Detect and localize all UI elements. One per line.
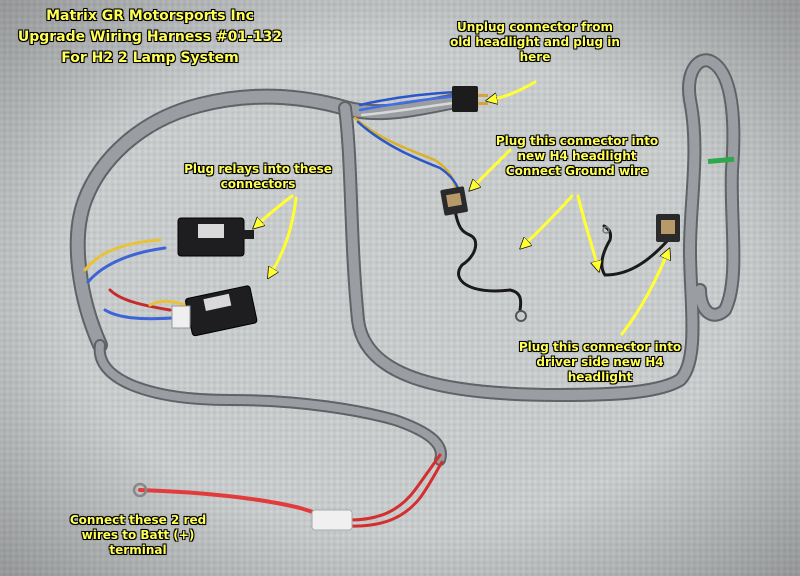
title-line-2: Upgrade Wiring Harness #01-132 (17, 29, 283, 45)
h4-connector-passenger (440, 186, 468, 216)
harness-title: Matrix GR Motorsports Inc Upgrade Wiring… (0, 6, 300, 69)
relay-upper (177, 217, 254, 257)
caption-unplug-connector: Unplug connector from old headlight and … (450, 20, 620, 64)
relay-wires (83, 238, 187, 321)
title-line-1: Matrix GR Motorsports Inc (46, 8, 254, 24)
signal-wires (353, 90, 462, 197)
caption-driver-side: Plug this connector into driver side new… (518, 340, 682, 384)
caption-battery-wires: Connect these 2 red wires to Batt (+) te… (69, 513, 207, 557)
caption-plug-relays: Plug relays into these connectors (184, 162, 332, 191)
relay-lower (171, 285, 258, 337)
battery-wires (132, 453, 444, 531)
annotation-arrows (256, 80, 668, 336)
title-line-3: For H2 2 Lamp System (61, 50, 239, 66)
harness-main-loop (69, 53, 741, 466)
h-connector-top (452, 86, 488, 112)
caption-plug-h4-headlight: Plug this connector into new H4 headligh… (495, 134, 659, 178)
h4-connector-driver (656, 214, 680, 242)
